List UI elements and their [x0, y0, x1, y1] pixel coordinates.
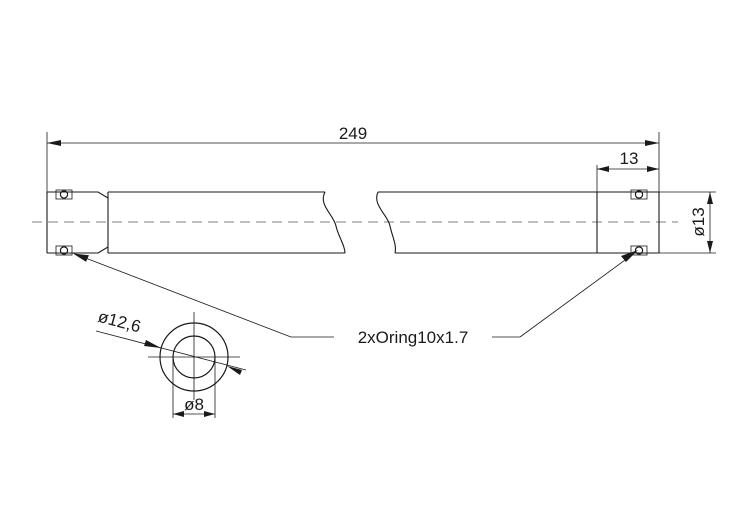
oring-groove-right-top [630, 189, 648, 200]
oring-callout-label: 2xOring10x1.7 [358, 328, 469, 347]
oring-groove-right-bottom [630, 245, 648, 256]
oring-groove-left-top [55, 189, 73, 200]
ring-outer-diameter-label: ø12,6 [96, 307, 143, 337]
end-segment-dimension: 13 [596, 149, 659, 192]
oring-groove-left-bottom [55, 245, 73, 256]
ring-inner-diameter-label: ø8 [184, 395, 204, 414]
outer-diameter-label: ø13 [689, 207, 708, 236]
end-segment-label: 13 [620, 149, 639, 168]
ring-section-view: ø12,6 ø8 [95, 307, 247, 418]
outer-diameter-dimension: ø13 [659, 191, 716, 254]
break-line-right [376, 191, 396, 254]
overall-length-dimension: 249 [46, 124, 660, 192]
break-line-left [322, 191, 346, 254]
tube-body [32, 189, 678, 256]
oring-callout: 2xOring10x1.7 [73, 250, 638, 347]
overall-length-label: 249 [339, 124, 367, 143]
